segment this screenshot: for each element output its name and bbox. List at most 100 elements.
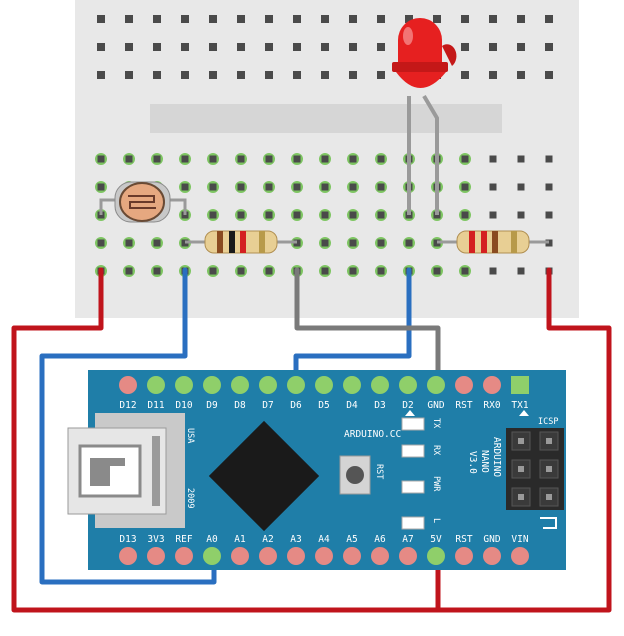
bottom-pin-label: A0 [206, 534, 218, 545]
breadboard-hole [97, 71, 105, 79]
board-pin [399, 376, 417, 394]
breadboard-hole [293, 155, 301, 163]
red-led-icon [392, 18, 457, 88]
breadboard-hole [349, 267, 357, 275]
breadboard-hole [545, 15, 553, 23]
breadboard-hole [545, 71, 553, 79]
model-line1: ARDUINO [491, 437, 502, 477]
bottom-pin-label: A7 [402, 534, 413, 545]
breadboard-hole [517, 155, 525, 163]
breadboard-hole [349, 239, 357, 247]
board-pin [455, 547, 473, 565]
rst-button-label: RST [374, 464, 384, 479]
breadboard-hole [153, 71, 161, 79]
breadboard-hole [517, 71, 525, 79]
resistor-1 [185, 230, 297, 254]
breadboard-hole [125, 43, 133, 51]
board-pin [259, 376, 277, 394]
breadboard-hole [97, 183, 105, 191]
breadboard-hole [377, 43, 385, 51]
breadboard-hole [517, 183, 525, 191]
breadboard-hole [293, 211, 301, 219]
top-pin-label: RST [455, 400, 472, 411]
breadboard-hole [461, 155, 469, 163]
breadboard-hole [97, 155, 105, 163]
icsp-pin-core [546, 466, 552, 472]
breadboard-hole [321, 239, 329, 247]
breadboard-hole [349, 43, 357, 51]
breadboard-hole [321, 155, 329, 163]
breadboard-hole [125, 155, 133, 163]
top-pin-label: D8 [234, 400, 246, 411]
wire-blue-d2 [293, 267, 412, 383]
breadboard-hole [237, 211, 245, 219]
breadboard-hole [377, 155, 385, 163]
board-pin [315, 376, 333, 394]
model-line2: NANO [479, 450, 490, 473]
board-pin [483, 547, 501, 565]
breadboard-hole [153, 43, 161, 51]
breadboard-hole [181, 15, 189, 23]
bottom-pin-label: A2 [262, 534, 273, 545]
breadboard-hole [461, 43, 469, 51]
breadboard-hole [517, 43, 525, 51]
board-pin [203, 547, 221, 565]
breadboard-hole [293, 15, 301, 23]
top-pin-label: D10 [175, 400, 192, 411]
breadboard-hole [153, 239, 161, 247]
board-pin [399, 547, 417, 565]
breadboard-hole [433, 267, 441, 275]
board-pin [259, 547, 277, 565]
bottom-pin-label: D13 [119, 534, 136, 545]
board-pin [343, 376, 361, 394]
reset-button [339, 455, 371, 495]
breadboard-hole [377, 211, 385, 219]
icsp-label: ICSP [538, 417, 558, 427]
breadboard-hole [321, 183, 329, 191]
breadboard-hole [209, 71, 217, 79]
breadboard-hole [489, 211, 497, 219]
breadboard-hole [181, 43, 189, 51]
breadboard-hole [545, 155, 553, 163]
breadboard-hole [125, 71, 133, 79]
breadboard-hole [489, 71, 497, 79]
breadboard-hole [293, 183, 301, 191]
led-rx-label: RX [431, 445, 441, 456]
top-pin-label: D3 [374, 400, 385, 411]
breadboard-hole [265, 211, 273, 219]
breadboard-hole [237, 15, 245, 23]
top-pin-label: D5 [318, 400, 329, 411]
board-pin-square [511, 376, 529, 394]
wire-red-right [435, 267, 612, 613]
breadboard-hole [265, 267, 273, 275]
bottom-pin-label: 5V [430, 534, 442, 545]
breadboard-hole [153, 267, 161, 275]
bottom-pin-label: REF [175, 534, 192, 545]
resistor-2 [437, 230, 549, 254]
model-line3: V3.0 [467, 451, 478, 474]
breadboard-hole [461, 211, 469, 219]
wire-gray-gnd [294, 267, 441, 383]
breadboard-hole [461, 267, 469, 275]
top-pin-label: D4 [346, 400, 358, 411]
breadboard-hole [489, 43, 497, 51]
board-pin [175, 376, 193, 394]
icsp-pin-core [546, 494, 552, 500]
breadboard-hole [209, 267, 217, 275]
board-pin [231, 376, 249, 394]
breadboard-hole [377, 267, 385, 275]
bottom-pin-label: A1 [234, 534, 246, 545]
usa-label: USA [185, 428, 195, 443]
board-pin [175, 547, 193, 565]
breadboard-hole [125, 239, 133, 247]
breadboard-hole [237, 183, 245, 191]
board-pin [147, 376, 165, 394]
board-pin [371, 376, 389, 394]
top-pin-label: D7 [262, 400, 273, 411]
breadboard-hole [545, 211, 553, 219]
board-pin [287, 547, 305, 565]
breadboard-hole [321, 71, 329, 79]
board-pin [119, 376, 137, 394]
